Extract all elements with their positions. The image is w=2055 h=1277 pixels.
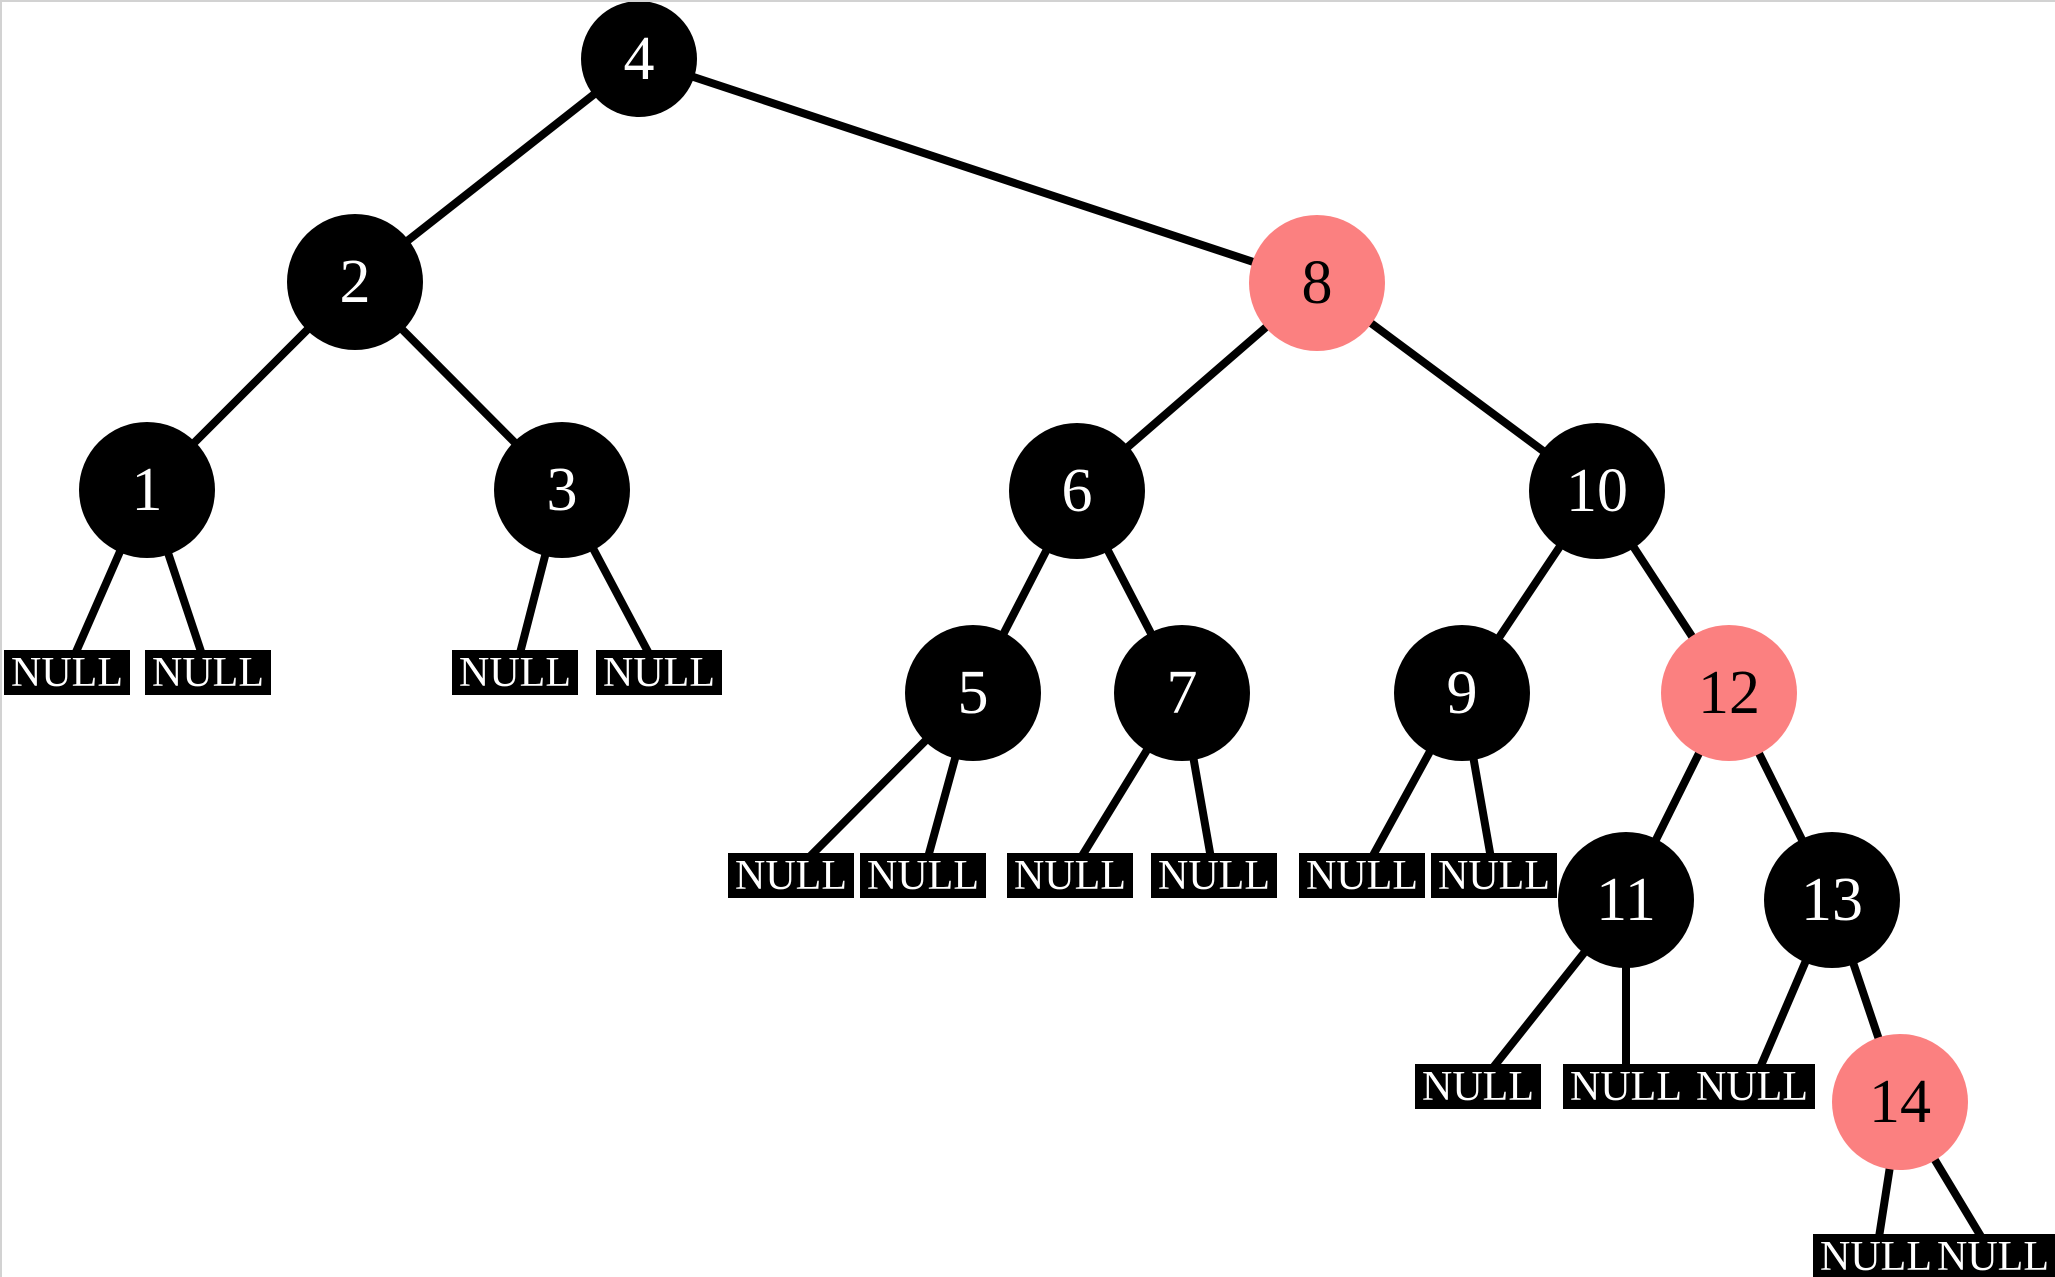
tree-node-label: 11 [1596, 866, 1656, 934]
tree-null-leaf-label: NULL [152, 650, 264, 695]
tree-null-leaf: NULL [4, 650, 130, 695]
tree-null-leaf: NULL [1299, 853, 1425, 898]
tree-node-13[interactable]: 13 [1764, 832, 1900, 968]
tree-node-12[interactable]: 12 [1661, 625, 1797, 761]
tree-node-label: 8 [1301, 249, 1333, 317]
tree-null-leaf-label: NULL [1438, 853, 1550, 898]
tree-null-leaf: NULL [145, 650, 271, 695]
tree-node-3[interactable]: 3 [494, 422, 630, 558]
tree-node-10[interactable]: 10 [1529, 423, 1665, 559]
tree-null-leaf-label: NULL [1820, 1234, 1932, 1277]
tree-node-14[interactable]: 14 [1832, 1034, 1968, 1170]
tree-node-9[interactable]: 9 [1394, 625, 1530, 761]
tree-null-leaf: NULL [860, 853, 986, 898]
tree-node-label: 5 [957, 659, 989, 727]
tree-null-leaf-label: NULL [1422, 1064, 1534, 1109]
tree-node-label: 13 [1801, 866, 1863, 934]
tree-null-leaf: NULL [452, 650, 578, 695]
tree-null-leaf: NULL [1689, 1064, 1815, 1109]
tree-null-leaf-label: NULL [1937, 1234, 2049, 1277]
tree-null-leaf-label: NULL [1696, 1064, 1808, 1109]
tree-node-label: 6 [1061, 457, 1093, 525]
tree-node-5[interactable]: 5 [905, 625, 1041, 761]
tree-null-leaf-label: NULL [459, 650, 571, 695]
tree-node-label: 1 [131, 456, 163, 524]
tree-node-label: 9 [1446, 659, 1478, 727]
tree-node-label: 3 [546, 456, 578, 524]
tree-null-leaf-label: NULL [603, 650, 715, 695]
tree-node-label: 7 [1166, 659, 1198, 727]
tree-node-1[interactable]: 1 [79, 422, 215, 558]
tree-null-leaf-label: NULL [1570, 1064, 1682, 1109]
tree-node-2[interactable]: 2 [287, 214, 423, 350]
tree-null-leaf: NULL [596, 650, 722, 695]
tree-node-label: 14 [1869, 1068, 1931, 1136]
tree-node-7[interactable]: 7 [1114, 625, 1250, 761]
tree-null-leaf: NULL [1563, 1064, 1689, 1109]
tree-edge [637, 55, 1319, 287]
tree-null-leaf-label: NULL [1014, 853, 1126, 898]
tree-null-leaf-label: NULL [1158, 853, 1270, 898]
tree-node-4[interactable]: 4 [581, 2, 697, 117]
tree-node-11[interactable]: 11 [1558, 832, 1694, 968]
tree-node-label: 10 [1566, 457, 1628, 525]
tree-node-6[interactable]: 6 [1009, 423, 1145, 559]
tree-null-leaf: NULL [1813, 1234, 1939, 1277]
tree-node-label: 12 [1698, 659, 1760, 727]
tree-node-label: 2 [339, 248, 371, 316]
tree-null-leaf-label: NULL [867, 853, 979, 898]
tree-null-leaf: NULL [1007, 853, 1133, 898]
tree-null-leaf: NULL [1431, 853, 1557, 898]
tree-node-8[interactable]: 8 [1249, 215, 1385, 351]
tree-null-leaf-label: NULL [11, 650, 123, 695]
tree-null-leaf-label: NULL [735, 853, 847, 898]
tree-null-leaf: NULL [728, 853, 854, 898]
tree-null-leaf: NULL [1930, 1234, 2055, 1277]
tree-null-leaf-label: NULL [1306, 853, 1418, 898]
tree-node-label: 4 [623, 25, 655, 93]
tree-null-leaf: NULL [1415, 1064, 1541, 1109]
tree-null-leaf: NULL [1151, 853, 1277, 898]
